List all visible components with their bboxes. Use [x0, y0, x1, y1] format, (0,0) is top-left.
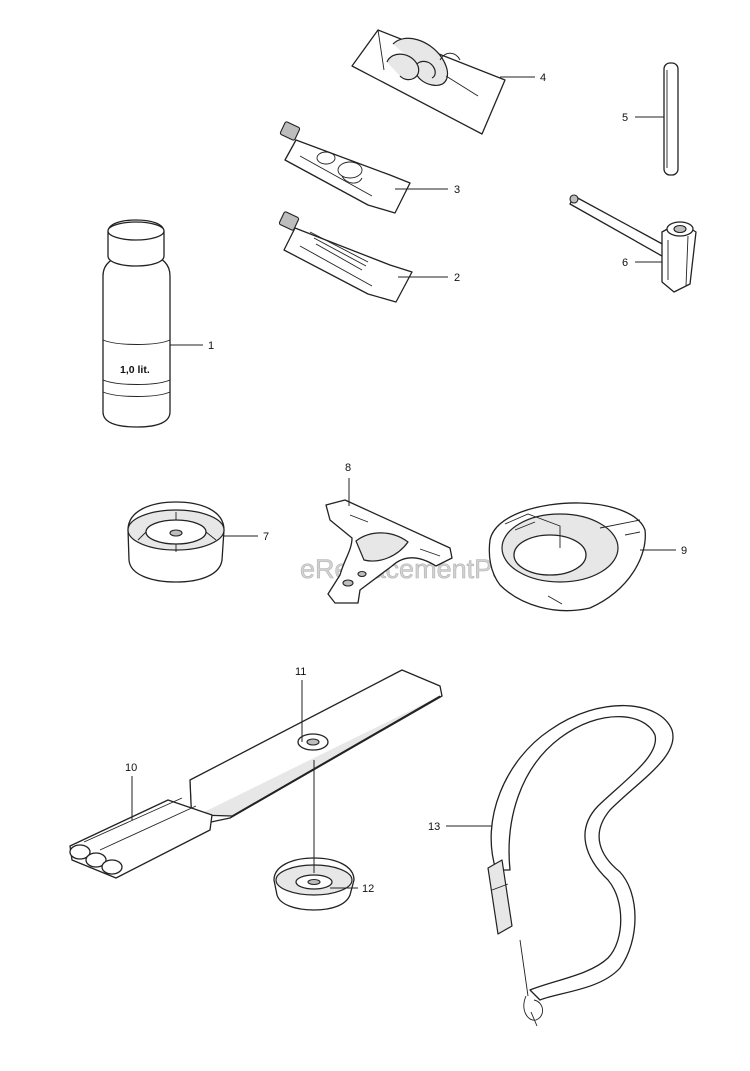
bottle-volume-label: 1,0 lit. — [120, 364, 150, 376]
callout-3: 3 — [454, 184, 460, 196]
part-9-trimmer-guard — [488, 502, 646, 612]
callout-2: 2 — [454, 272, 460, 284]
part-11-grass-blade — [189, 669, 443, 827]
callout-6: 6 — [622, 257, 628, 269]
part-1-oil-bottle: 1,0 lit. — [102, 219, 171, 428]
part-4-pouch — [351, 29, 506, 135]
part-3-grease-tube — [279, 121, 411, 214]
part-2-grease-tube — [278, 211, 413, 303]
part-5-pin — [663, 62, 679, 176]
part-13-harness-strap — [487, 704, 674, 1027]
part-6-combination-wrench — [569, 194, 697, 293]
part-7-support-cup — [127, 501, 225, 583]
part-8-blade-guard-bracket — [325, 499, 453, 604]
callout-13: 13 — [428, 821, 440, 833]
callout-8: 8 — [345, 462, 351, 474]
callout-7: 7 — [263, 531, 269, 543]
callout-labels: 1 2 3 4 5 6 7 8 9 10 11 12 13 — [125, 72, 687, 895]
callout-11: 11 — [295, 666, 306, 678]
callout-4: 4 — [540, 72, 546, 84]
callout-9: 9 — [681, 545, 687, 557]
leader-lines — [131, 76, 676, 889]
callout-12: 12 — [362, 883, 374, 895]
part-10-transport-guard — [69, 797, 213, 879]
callout-1: 1 — [208, 340, 214, 352]
callout-5: 5 — [622, 112, 628, 124]
callout-10: 10 — [125, 762, 137, 774]
